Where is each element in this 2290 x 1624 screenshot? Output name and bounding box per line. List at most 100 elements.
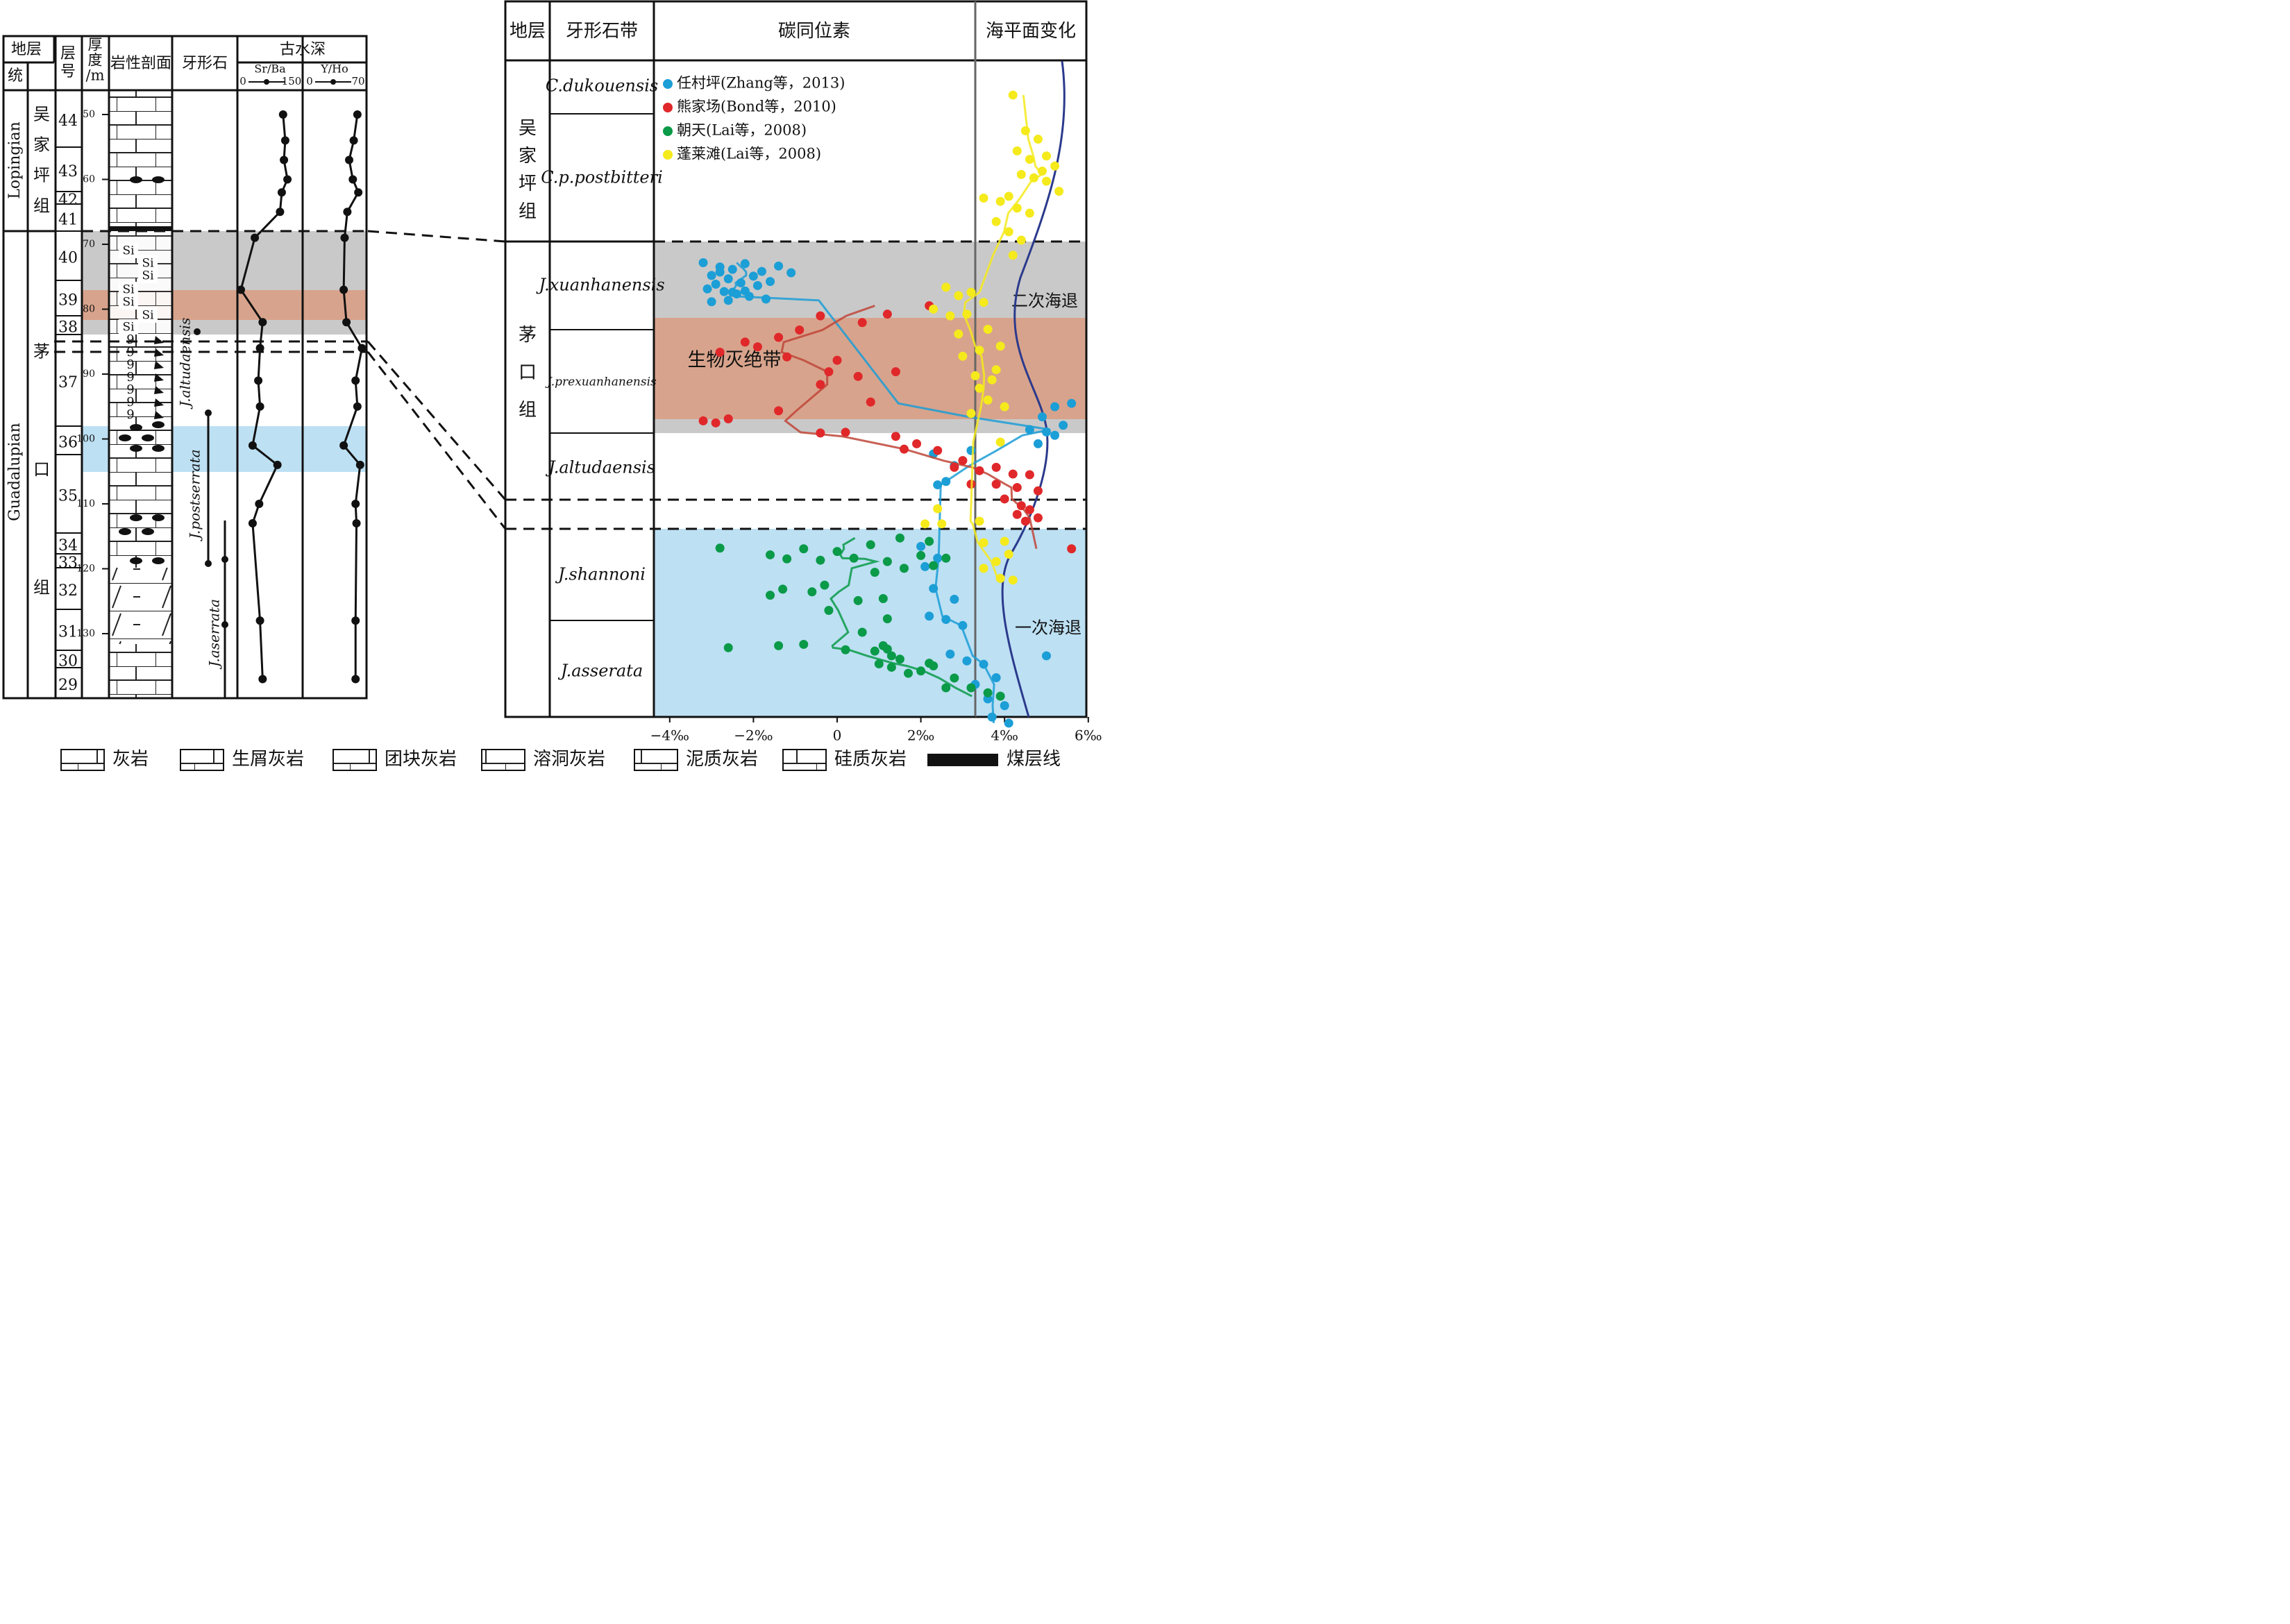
data-point xyxy=(715,543,725,553)
bed-number: 32 xyxy=(58,582,78,600)
bioclast-triangle xyxy=(154,411,164,419)
data-point xyxy=(698,257,708,267)
legend-dot xyxy=(663,79,673,89)
yho-point xyxy=(339,441,348,450)
hdr-bed: 号 xyxy=(60,63,76,81)
srba-point xyxy=(258,675,267,684)
data-point xyxy=(1004,227,1013,237)
data-point xyxy=(1012,509,1022,519)
depth-label: 120 xyxy=(76,564,95,575)
depth-label: 110 xyxy=(76,498,95,509)
data-point xyxy=(912,439,922,448)
data-point xyxy=(816,380,825,389)
data-point xyxy=(1012,482,1022,492)
yho-point xyxy=(340,233,349,242)
srba-point xyxy=(277,188,286,197)
regression-2-label: 二次海退 xyxy=(1011,291,1078,311)
data-point xyxy=(1033,486,1043,496)
legend-item: 硅质灰岩 xyxy=(782,749,907,771)
si-label-bg xyxy=(138,268,158,283)
right-formation-wujiaping: 家 xyxy=(519,146,537,167)
legend-swatch-coal xyxy=(927,754,998,766)
bed-number: 35 xyxy=(58,488,78,505)
legend-item-label: 团块灰岩 xyxy=(385,749,457,770)
data-point xyxy=(895,533,904,543)
x-tick-label: 0 xyxy=(833,727,842,744)
data-point xyxy=(958,620,968,630)
legend-label: 任村坪(Zhang等，2013) xyxy=(677,75,845,92)
formation-wujiaping: 吴 xyxy=(33,105,50,124)
conodont-zone-label: J.prexuanhanensis xyxy=(545,375,657,389)
legend-swatch xyxy=(60,749,105,771)
data-point xyxy=(1042,427,1051,437)
data-point xyxy=(774,641,784,650)
srba-line xyxy=(239,114,289,679)
data-point xyxy=(816,311,825,321)
conodont-zone-label: J.shannoni xyxy=(555,565,646,584)
nodule-mark xyxy=(142,528,154,535)
si-label-bg xyxy=(138,255,158,271)
srba-point xyxy=(283,175,292,184)
data-point xyxy=(929,584,938,593)
hdr-water-depth: 古水深 xyxy=(280,41,326,58)
data-point xyxy=(1016,169,1026,179)
data-point xyxy=(778,584,788,594)
right-hdr-strata: 地层 xyxy=(510,21,546,42)
data-point xyxy=(945,311,955,321)
bed-number: 39 xyxy=(58,292,78,310)
nodule-mark xyxy=(152,514,165,521)
data-point xyxy=(991,557,1001,566)
srba-point xyxy=(248,441,257,450)
conodont-postserrata: J.postserrata xyxy=(187,449,203,541)
data-point xyxy=(766,277,775,287)
srba-point xyxy=(255,500,264,508)
conodont-zone-label: J.asserata xyxy=(557,661,643,681)
bed-number: 31 xyxy=(58,624,78,641)
data-point xyxy=(979,538,988,548)
x-tick-label: 2‰ xyxy=(907,727,935,744)
data-point xyxy=(966,287,976,297)
nodule-mark xyxy=(152,557,165,564)
bioclast-triangle xyxy=(154,336,164,344)
data-point xyxy=(774,406,784,416)
formation-maokou: 茅 xyxy=(33,342,50,362)
nodule-mark xyxy=(152,445,165,452)
data-point xyxy=(702,284,712,294)
data-point xyxy=(991,217,1001,226)
data-point xyxy=(866,540,875,550)
data-point xyxy=(774,261,784,271)
depth-label: 70 xyxy=(83,239,95,250)
legend-dot xyxy=(663,103,673,112)
data-point xyxy=(886,651,896,661)
data-point xyxy=(807,587,817,597)
data-point xyxy=(882,557,892,566)
data-point xyxy=(937,519,947,529)
bed-number: 38 xyxy=(58,319,78,337)
data-point xyxy=(766,591,775,600)
correlation-lines xyxy=(54,230,507,530)
data-point xyxy=(979,659,988,669)
data-point xyxy=(1050,402,1060,412)
legend-swatch xyxy=(180,749,224,771)
data-point xyxy=(816,555,825,565)
srba-point xyxy=(273,460,282,469)
hdr-series: 统 xyxy=(8,67,23,85)
yho-point xyxy=(342,318,351,327)
formation-wujiaping: 家 xyxy=(33,135,50,155)
data-point xyxy=(1025,470,1034,480)
legend-item-label: 泥质灰岩 xyxy=(686,749,758,770)
data-point xyxy=(1016,235,1026,245)
data-point xyxy=(816,428,825,438)
data-point xyxy=(1050,161,1060,171)
data-point xyxy=(929,561,938,570)
data-point xyxy=(991,365,1001,375)
data-point xyxy=(723,274,733,284)
bed-number: 41 xyxy=(58,212,78,229)
siliceous-mark: Si xyxy=(122,283,135,297)
legend-swatch xyxy=(481,749,525,771)
yho-point xyxy=(351,376,360,385)
data-point xyxy=(916,666,926,676)
yho-point xyxy=(348,175,357,184)
data-point xyxy=(933,553,943,563)
data-point xyxy=(824,605,834,615)
